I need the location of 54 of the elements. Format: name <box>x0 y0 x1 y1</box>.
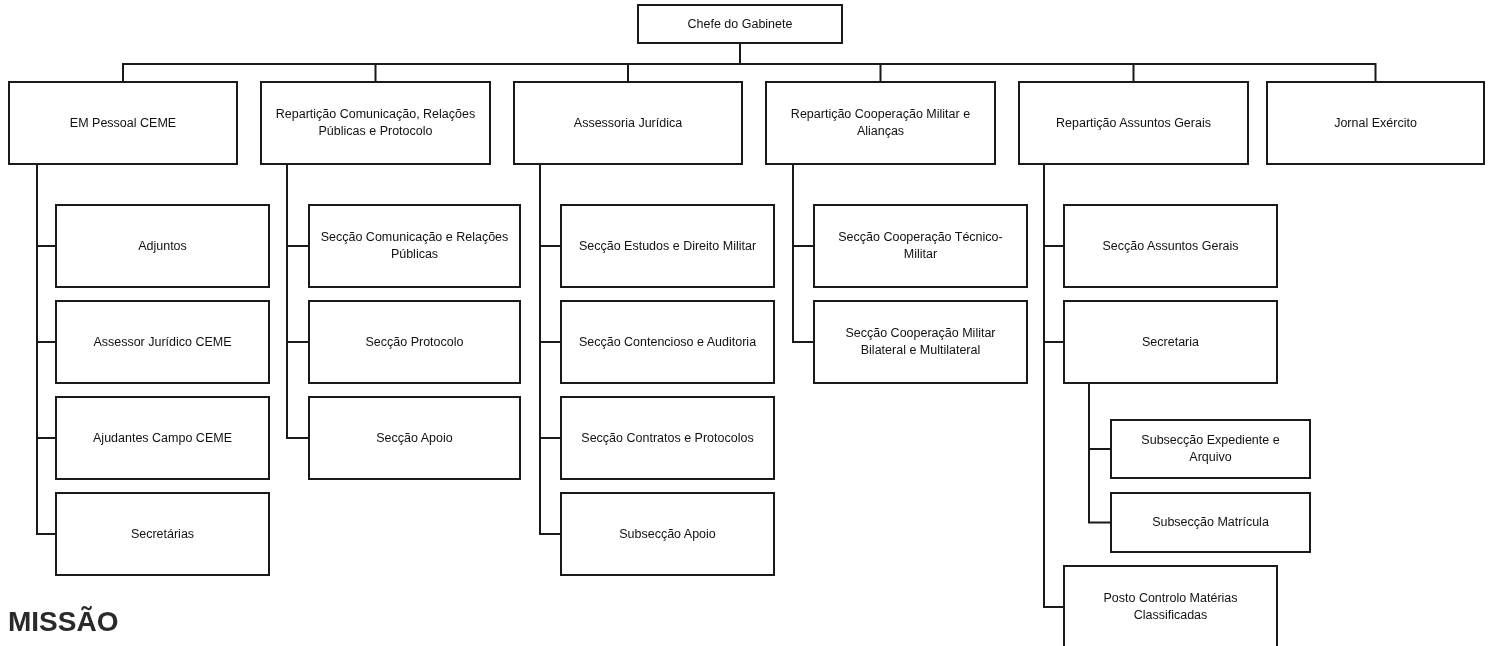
unit-name: Secretárias <box>130 525 195 543</box>
org-unit-box <box>308 396 521 480</box>
unit-name: Assessoria Jurídica <box>573 114 683 132</box>
org-unit-box <box>560 300 775 384</box>
unit-name: Subsecção Expediente e Arquivo <box>1140 432 1281 466</box>
unit-name: Secção Contencioso e Auditoria <box>578 333 757 351</box>
org-unit-box <box>308 300 521 384</box>
unit-name: EM Pessoal CEME <box>69 114 177 132</box>
org-unit-box <box>55 204 270 288</box>
unit-name: Chefe do Gabinete <box>687 15 793 33</box>
org-unit-box <box>55 396 270 480</box>
org-unit-box <box>55 300 270 384</box>
org-unit-box <box>1063 204 1278 288</box>
unit-name: Subsecção Matrícula <box>1152 514 1269 531</box>
section-heading: MISSÃO <box>8 606 119 638</box>
unit-name: Adjuntos <box>138 237 187 255</box>
org-unit-box <box>813 300 1028 384</box>
unit-name: Repartição Comunicação, Relações Públicas e Protocolo <box>274 106 477 140</box>
org-unit-box <box>765 81 996 165</box>
org-unit-box <box>1110 492 1311 553</box>
org-unit-box <box>55 492 270 576</box>
unit-name: Secção Contratos e Protocolos <box>581 429 754 447</box>
org-unit-box <box>813 204 1028 288</box>
unit-name: Secção Cooperação Técnico-Militar <box>837 229 1004 263</box>
org-unit-box <box>513 81 743 165</box>
unit-name: Secretaria <box>1142 333 1199 351</box>
org-unit-box <box>1266 81 1485 165</box>
org-unit-box <box>637 4 843 44</box>
org-unit-box <box>560 492 775 576</box>
unit-name: Assessor Jurídico CEME <box>93 333 232 351</box>
org-unit-box <box>308 204 521 288</box>
org-unit-box <box>1063 300 1278 384</box>
org-unit-box <box>560 204 775 288</box>
unit-name: Repartição Cooperação Militar e Alianças <box>789 106 972 140</box>
unit-name: Posto Controlo Matérias Classificadas <box>1102 590 1239 624</box>
org-unit-box <box>1063 565 1278 646</box>
connector-line <box>286 164 309 439</box>
unit-name: Subsecção Apoio <box>619 525 716 543</box>
org-unit-box <box>1018 81 1249 165</box>
connector-line <box>792 164 814 343</box>
unit-name: Secção Cooperação Militar Bilateral e Multilateral <box>844 325 997 359</box>
unit-name: Secção Apoio <box>376 429 453 447</box>
unit-name: Secção Comunicação e Relações Públicas <box>320 229 509 263</box>
unit-name: Repartição Assuntos Gerais <box>1056 114 1211 132</box>
connector-line <box>1088 383 1111 524</box>
org-unit-box <box>260 81 491 165</box>
org-unit-box <box>8 81 238 165</box>
unit-name: Ajudantes Campo CEME <box>93 429 232 447</box>
unit-name: Secção Assuntos Gerais <box>1102 237 1239 255</box>
unit-name: Secção Estudos e Direito Militar <box>578 237 757 255</box>
org-unit-box <box>560 396 775 480</box>
unit-name: Jornal Exército <box>1334 114 1417 132</box>
unit-name: Secção Protocolo <box>365 333 464 351</box>
org-unit-box <box>1110 419 1311 479</box>
